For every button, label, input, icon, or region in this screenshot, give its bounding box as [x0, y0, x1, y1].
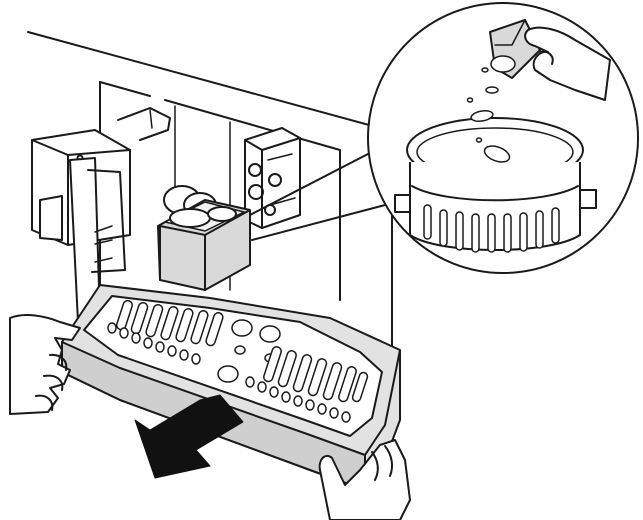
- detail-magnifier: [367, 2, 639, 274]
- drip-tray-center-holes: [217, 319, 281, 383]
- drip-tray: [61, 284, 401, 491]
- left-hand-icon: [9, 314, 81, 415]
- rear-mechanism: [244, 127, 301, 229]
- arrow-down-left-icon: [134, 394, 244, 479]
- drip-tray-holes-right: [245, 376, 351, 423]
- grounds-container: [157, 185, 251, 291]
- waste-bin-icon: [394, 117, 597, 253]
- falling-pucks: [466, 67, 511, 163]
- brew-unit: [31, 107, 171, 323]
- drip-tray-grill-right: [263, 346, 369, 403]
- hand-icon: [524, 26, 611, 101]
- right-hand-icon: [318, 439, 411, 520]
- drip-tray-holes-left: [107, 322, 201, 365]
